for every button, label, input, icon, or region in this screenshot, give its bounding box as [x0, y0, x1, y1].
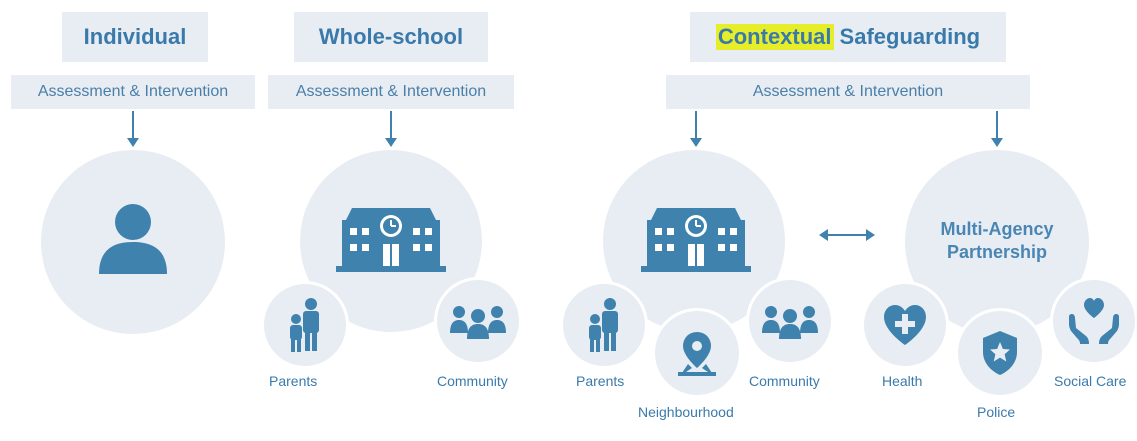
contextual-arrow-right — [991, 111, 1003, 147]
multi-agency-label-line2: Partnership — [946, 242, 1048, 262]
caring-hands-icon — [1069, 298, 1119, 344]
whole-school-subtitle: Assessment & Intervention — [295, 83, 487, 100]
parent-child-icon — [290, 298, 319, 352]
whole-school-subtitle-box: Assessment & Intervention — [268, 75, 514, 109]
school-icon — [641, 208, 751, 272]
contextual-parents-label: Parents — [576, 373, 625, 389]
map-pin-icon — [678, 332, 716, 376]
whole-school-community-circle — [434, 277, 522, 365]
individual-title-box: Individual — [62, 12, 208, 62]
individual-arrow — [127, 111, 139, 147]
social-care-label: Social Care — [1054, 373, 1127, 389]
whole-school-arrow — [385, 111, 397, 147]
police-circle — [955, 308, 1045, 398]
health-circle — [861, 281, 949, 369]
contextual-subtitle-box: Assessment & Intervention — [666, 75, 1030, 109]
police-label: Police — [977, 404, 1016, 420]
school-icon — [336, 208, 446, 272]
whole-school-title: Whole-school — [318, 24, 464, 49]
double-arrow — [819, 229, 875, 241]
contextual-parents-circle — [560, 281, 648, 369]
contextual-title-rest: Safeguarding — [839, 24, 981, 49]
person-icon — [99, 204, 167, 274]
social-care-circle — [1050, 277, 1137, 365]
contextual-title-box: Contextual Safeguarding — [690, 12, 1006, 62]
multi-agency-label: Multi-Agency Partnership — [918, 218, 1076, 264]
whole-school-title-box: Whole-school — [294, 12, 488, 62]
contextual-arrow-left — [690, 111, 702, 147]
multi-agency-label-line1: Multi-Agency — [940, 219, 1054, 239]
police-badge-icon — [983, 331, 1017, 375]
contextual-community-circle — [746, 277, 834, 365]
heart-plus-icon — [884, 305, 926, 345]
individual-title: Individual — [83, 24, 187, 49]
contextual-community-label: Community — [749, 373, 820, 389]
health-label: Health — [882, 373, 923, 389]
contextual-neighbourhood-circle — [652, 308, 742, 398]
contextual-title-highlight: Contextual — [715, 24, 834, 50]
group-icon — [762, 306, 818, 339]
contextual-subtitle: Assessment & Intervention — [752, 83, 944, 100]
whole-school-parents-circle — [261, 281, 349, 369]
contextual-neighbourhood-label: Neighbourhood — [638, 404, 734, 420]
group-icon — [450, 306, 506, 339]
individual-subtitle-box: Assessment & Intervention — [11, 75, 255, 109]
individual-subtitle: Assessment & Intervention — [37, 83, 229, 100]
parent-child-icon — [589, 298, 618, 352]
whole-school-parents-label: Parents — [269, 373, 318, 389]
whole-school-community-label: Community — [437, 373, 508, 389]
